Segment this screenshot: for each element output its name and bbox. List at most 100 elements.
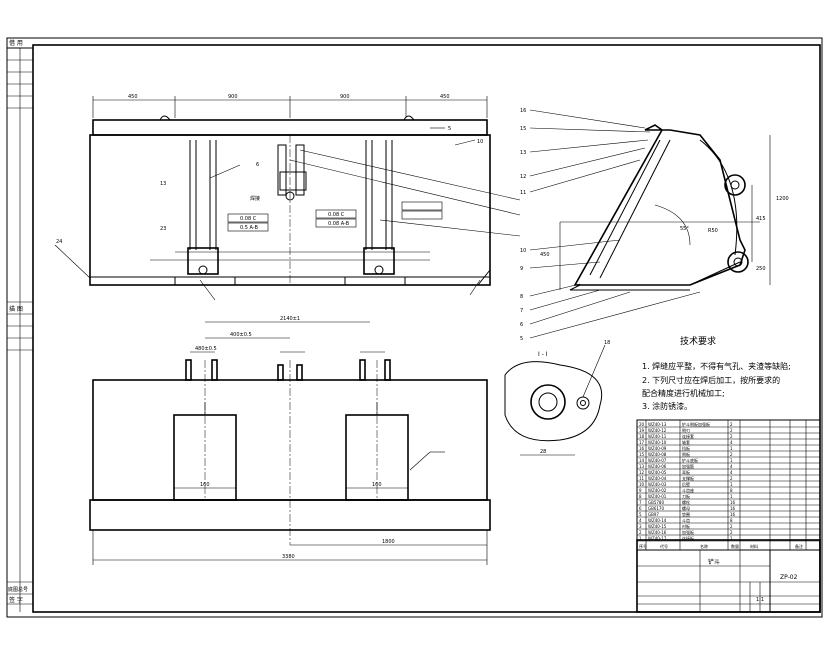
strip-bottom-label-1: 底图总号	[8, 586, 28, 593]
tech-item-4: 3. 涂防锈漆。	[642, 401, 692, 411]
left-strip: 借 用 描 图 底图总号 签 字	[7, 39, 33, 612]
strip-bottom-label-2: 签 字	[9, 596, 23, 604]
parts-cell: 4	[639, 518, 642, 523]
tol-box-4: 0.08 A-B	[328, 221, 350, 227]
parts-cell: 1	[730, 458, 733, 463]
outer-frame	[6, 37, 823, 618]
parts-cell: WZ40-07	[648, 458, 667, 463]
parts-cell: 加强板	[682, 529, 694, 535]
plan-view: 2140±1 400±0.5 480±0.5 160 160	[89, 316, 491, 565]
parts-cell: 衬板	[682, 523, 690, 529]
side-callout-11: 11	[520, 190, 526, 196]
parts-cell: WZ40-12	[648, 428, 667, 433]
parts-cell: 8	[730, 488, 733, 493]
title-drawing-no: ZP-02	[780, 574, 798, 581]
parts-cell: 2	[639, 530, 642, 535]
parts-cell: 4	[730, 440, 733, 445]
parts-header-cell: 备注	[795, 543, 803, 549]
parts-cell: 2	[730, 524, 733, 529]
parts-cell: 4	[730, 470, 733, 475]
front-leader-5: 5	[448, 126, 451, 132]
side-callout-15: 15	[520, 126, 526, 132]
parts-cell: WZ40-10	[648, 440, 667, 445]
front-leader-10: 10	[477, 139, 483, 145]
parts-cell: 16	[730, 512, 736, 517]
side-dim-1200: 1200	[776, 196, 789, 202]
tech-item-2: 2. 下列尺寸应在焊后加工，按所要求的	[642, 375, 780, 385]
parts-cell: 连接套	[682, 433, 694, 439]
front-leader-13: 13	[160, 181, 166, 187]
parts-cell: 6	[639, 506, 642, 511]
tech-title: 技术要求	[680, 335, 716, 347]
tech-requirements: 技术要求 1. 焊缝应平整，不得有气孔、夹渣等缺陷; 2. 下列尺寸应在焊后加工…	[642, 335, 791, 411]
parts-cell: WZ40-03	[648, 482, 667, 487]
side-callout-10: 10	[520, 248, 526, 254]
side-callout-8: 8	[520, 294, 523, 300]
parts-header-cell: 名称	[700, 543, 708, 549]
parts-cell: 16	[730, 506, 736, 511]
front-view: 450 900 900 450	[54, 94, 521, 301]
parts-cell: 17	[639, 440, 645, 445]
front-leader-6: 6	[256, 162, 259, 168]
parts-cell: WZ40-13	[648, 422, 667, 427]
parts-cell: WZ40-02	[648, 488, 667, 493]
parts-cell: 10	[639, 482, 645, 487]
parts-cell: 1	[639, 536, 642, 541]
side-dim-angle: 55°	[680, 226, 689, 232]
parts-cell: GB6170	[648, 506, 664, 511]
parts-cell: 7	[639, 500, 642, 505]
parts-cell: WZ40-09	[648, 446, 667, 451]
plan-dim-mid: 400±0.5	[230, 332, 252, 338]
parts-cell: 1	[730, 482, 733, 487]
parts-cell: 18	[639, 434, 645, 439]
tech-item-3: 配合精度进行机械加工;	[642, 388, 725, 398]
section-number: 18	[604, 340, 610, 346]
parts-cell: WZ40-11	[648, 434, 667, 439]
parts-cell: 20	[639, 422, 645, 427]
parts-cell: 2	[730, 476, 733, 481]
side-callout-5: 5	[520, 336, 523, 342]
side-callout-12: 12	[520, 174, 526, 180]
parts-cell: 14	[639, 458, 645, 463]
parts-cell: 9	[639, 488, 642, 493]
parts-cell: 19	[639, 428, 645, 433]
parts-cell: 16	[639, 446, 645, 451]
side-dim-250: 250	[756, 266, 766, 272]
parts-cell: WZ40-14	[648, 518, 667, 523]
front-leader-23: 23	[160, 226, 166, 232]
parts-cell: 后壁	[682, 481, 690, 487]
section-view: I - I 18 28	[504, 340, 610, 456]
front-dim-4: 450	[440, 94, 450, 100]
strip-mid-label: 描 图	[9, 305, 23, 313]
side-dim-415: 415	[756, 216, 766, 222]
parts-cell: 2	[730, 530, 733, 535]
parts-cell: 8	[639, 494, 642, 499]
section-label: I - I	[538, 351, 548, 358]
parts-cell: 1	[730, 494, 733, 499]
parts-header-cell: 代号	[660, 543, 668, 549]
tech-item-1: 1. 焊缝应平整，不得有气孔、夹渣等缺陷;	[642, 361, 791, 371]
parts-cell: 铲斗底板	[682, 457, 698, 463]
parts-cell: 12	[639, 470, 645, 475]
parts-cell: WZ40-17	[648, 536, 667, 541]
parts-cell: 侧板	[682, 451, 690, 457]
parts-cell: WZ40-15	[648, 524, 667, 529]
title-block: 铲斗 ZP-02 1:1	[636, 539, 821, 613]
front-dim-3: 900	[340, 94, 350, 100]
parts-cell: WZ40-16	[648, 530, 667, 535]
inner-frame	[32, 44, 821, 613]
parts-cell: 15	[639, 452, 645, 457]
parts-cell: WZ40-08	[648, 452, 667, 457]
parts-cell: GB97	[648, 512, 659, 517]
strip-top-label: 借 用	[9, 39, 23, 47]
plan-dim-top: 2140±1	[280, 316, 300, 322]
parts-cell: WZ40-01	[648, 494, 667, 499]
title-name: 铲斗	[708, 558, 720, 566]
parts-cell: 5	[639, 512, 642, 517]
section-dim: 28	[540, 449, 546, 455]
tol-box-2: 0.5 A-B	[240, 225, 258, 231]
parts-cell: 2	[730, 422, 733, 427]
parts-cell: 11	[639, 476, 645, 481]
parts-cell: 铲斗侧板加强板	[682, 421, 710, 427]
